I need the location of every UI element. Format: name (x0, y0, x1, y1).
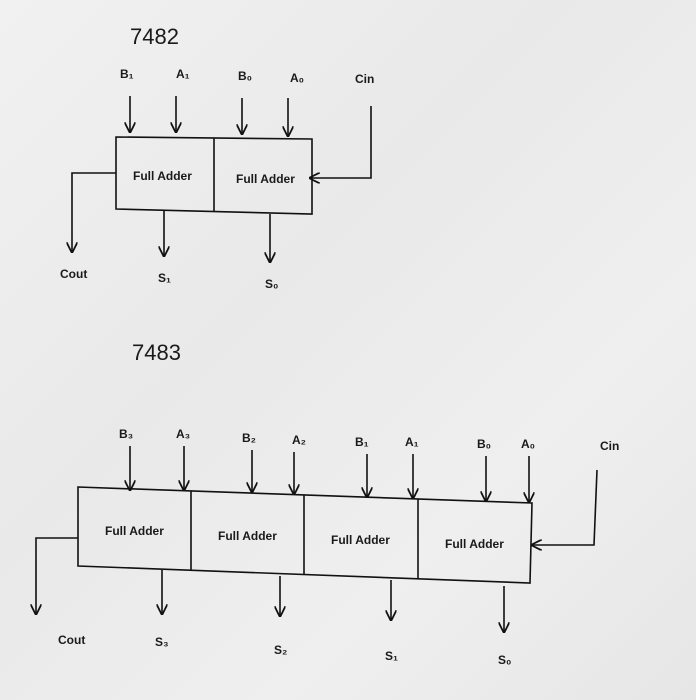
input-label-a1: A₁ (405, 435, 419, 449)
title-7483: 7483 (132, 340, 181, 365)
output-label-s1: S₁ (385, 649, 398, 663)
full-adder-label: Full Adder (133, 169, 192, 183)
carry-in-label: Cin (355, 72, 374, 86)
input-label-a0: A₀ (290, 71, 304, 85)
chip-7482: 7482 B₁ A₁ B₀ A₀ Cin Full Adder Full Add… (60, 24, 374, 291)
input-label-b0: B₀ (477, 437, 491, 451)
carry-out-label: Cout (60, 267, 87, 281)
full-adder-label: Full Adder (105, 524, 164, 538)
carry-in-wire (532, 469, 598, 545)
full-adder-label: Full Adder (218, 529, 277, 543)
adder-block-7483 (77, 486, 533, 584)
input-label-a0: A₀ (521, 437, 535, 451)
input-label-a1: A₁ (176, 67, 190, 81)
input-label-b1: B₁ (355, 435, 369, 449)
full-adder-label: Full Adder (236, 172, 295, 186)
input-label-b2: B₂ (242, 431, 256, 445)
full-adder-label: Full Adder (445, 537, 504, 551)
output-label-s0: S₀ (265, 277, 278, 291)
carry-out-label: Cout (58, 633, 85, 647)
title-7482: 7482 (130, 24, 179, 49)
carry-out-wire (36, 537, 78, 614)
input-label-b1: B₁ (120, 67, 134, 81)
carry-out-wire (72, 172, 116, 252)
input-label-a3: A₃ (176, 427, 190, 441)
adder-block-7482 (115, 136, 313, 215)
output-label-s1: S₁ (158, 271, 171, 285)
carry-in-label: Cin (600, 439, 619, 453)
chip-7483: 7483 B₃ A₃ B₂ A₂ B₁ A₁ B₀ A₀ Cin Full Ad… (36, 340, 619, 667)
output-label-s0: S₀ (498, 653, 511, 667)
carry-in-wire (310, 106, 372, 178)
full-adder-label: Full Adder (331, 533, 390, 547)
output-label-s2: S₂ (274, 643, 287, 657)
input-label-b0: B₀ (238, 69, 252, 83)
input-label-a2: A₂ (292, 433, 306, 447)
output-label-s3: S₃ (155, 635, 169, 649)
input-label-b3: B₃ (119, 427, 133, 441)
